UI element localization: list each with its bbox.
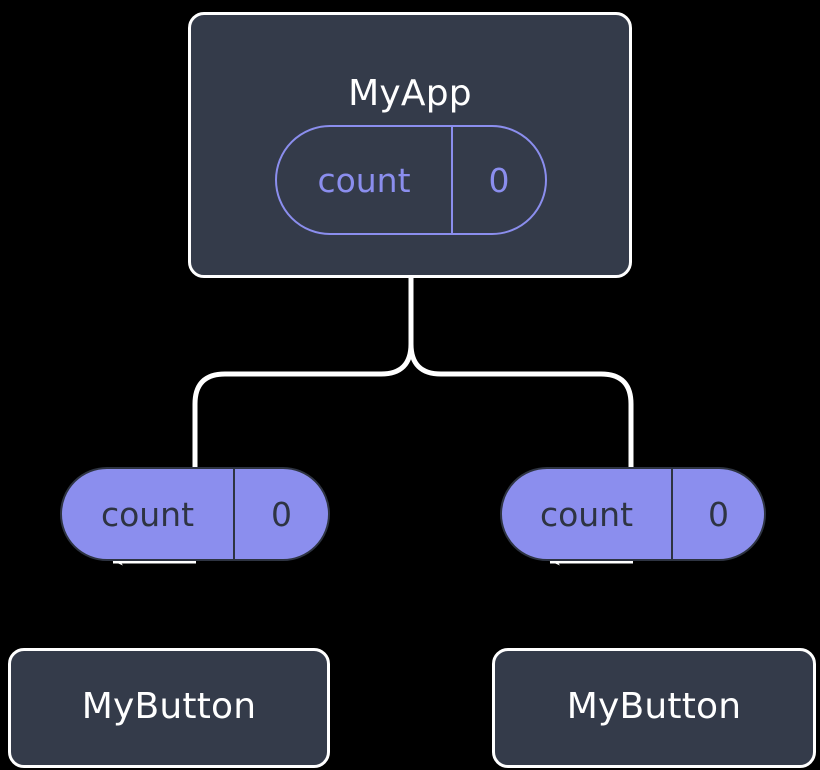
state-pill-left-value: 0 bbox=[271, 494, 292, 534]
component-title-myapp: MyApp bbox=[348, 73, 472, 114]
state-pill-root-key: count bbox=[277, 127, 453, 233]
state-pill-left[interactable]: count 0 bbox=[60, 467, 330, 561]
component-node-mybutton-right[interactable]: MyButton bbox=[492, 648, 816, 768]
state-pill-right[interactable]: count 0 bbox=[500, 467, 766, 561]
component-title-mybutton-left: MyButton bbox=[81, 686, 257, 727]
state-pill-root-value: 0 bbox=[488, 160, 510, 200]
component-node-mybutton-left[interactable]: MyButton bbox=[8, 648, 330, 768]
state-pill-root[interactable]: count 0 bbox=[275, 125, 547, 235]
connector-root-fork bbox=[192, 274, 414, 473]
connector-root-fork-right bbox=[408, 274, 634, 473]
component-title-mybutton-right: MyButton bbox=[566, 686, 742, 727]
state-pill-left-key: count bbox=[62, 469, 235, 559]
state-pill-right-value: 0 bbox=[708, 494, 729, 534]
state-pill-right-key: count bbox=[502, 469, 673, 559]
